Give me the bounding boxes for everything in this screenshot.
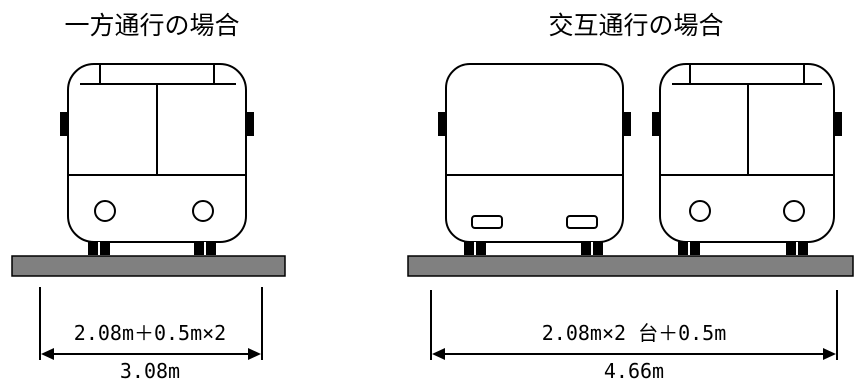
two-way-dimension [430, 290, 838, 360]
bus-mirror-left [652, 112, 660, 136]
bus-mirror-right [246, 112, 254, 136]
arrowhead-right [823, 348, 836, 360]
one-way-total: 3.08m [119, 359, 181, 383]
headlight-right [566, 215, 598, 229]
arrowhead-left [432, 348, 445, 360]
bus-mirror-left [438, 112, 446, 136]
bus-body [445, 63, 624, 243]
one-way-title: 一方通行の場合 [64, 11, 240, 40]
two-way-bus-left [438, 63, 631, 255]
two-way-total: 4.66m [603, 359, 665, 383]
headlight-left [94, 200, 116, 222]
bus-mirror-right [623, 112, 631, 136]
one-way-formula: 2.08m＋0.5m×2 [73, 321, 227, 345]
headlight-left [689, 200, 711, 222]
bus-mirror-left [60, 112, 68, 136]
one-way-dimension [39, 287, 263, 360]
two-way-formula: 2.08m×2 台＋0.5m [541, 321, 727, 345]
arrowhead-right [248, 348, 261, 360]
headlight-right [192, 200, 214, 222]
headlight-left [471, 215, 503, 229]
two-way-road [407, 255, 854, 277]
headlight-right [783, 200, 805, 222]
two-way-title: 交互通行の場合 [548, 11, 724, 40]
bus-mirror-right [834, 112, 842, 136]
arrowhead-left [41, 348, 54, 360]
two-way-bus-right [652, 63, 842, 255]
one-way-road [11, 255, 286, 277]
one-way-bus [60, 63, 254, 255]
